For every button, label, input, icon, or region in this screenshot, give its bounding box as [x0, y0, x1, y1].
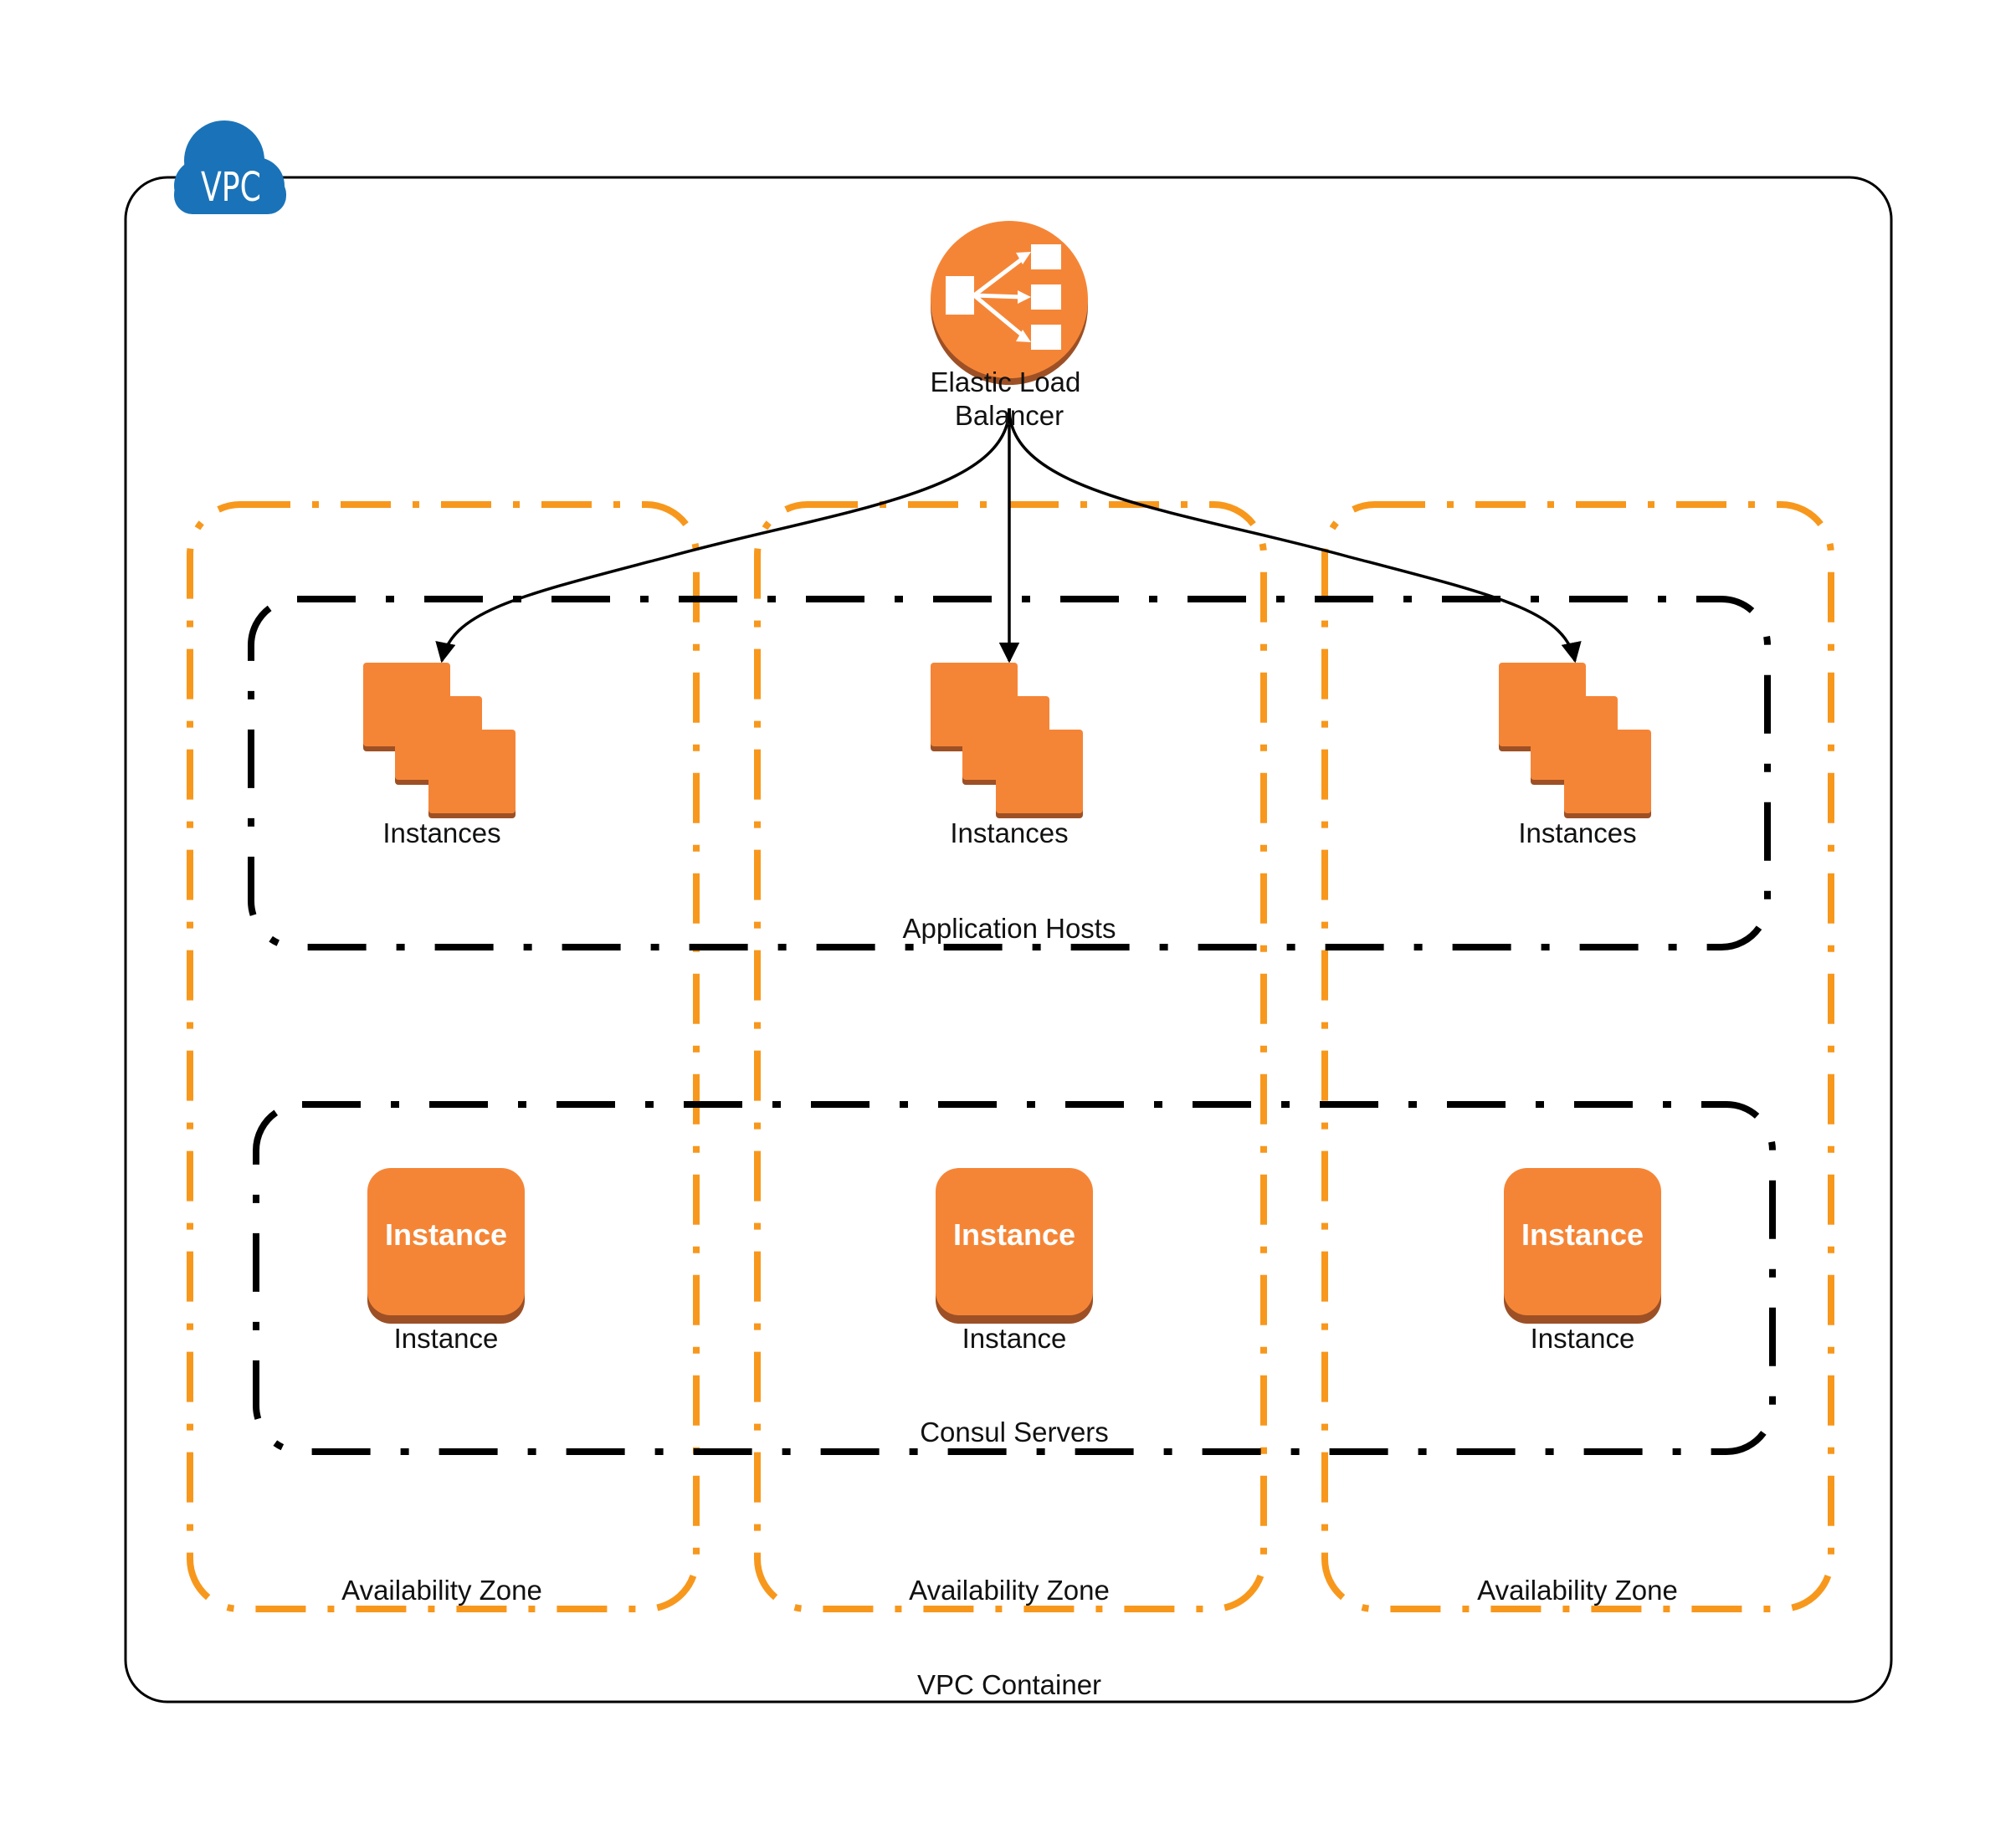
ec2-instance-icon[interactable]: Instance [367, 1168, 525, 1324]
consul-servers-label: Consul Servers [920, 1417, 1109, 1447]
vpc-container [124, 176, 1893, 1704]
load-balancer-label-line1: Elastic Load [931, 366, 1081, 397]
availability-zone-3 [1321, 501, 1834, 1612]
availability-zone-label-1: Availability Zone [341, 1575, 542, 1606]
load-balancer-label-line2: Balancer [955, 400, 1064, 431]
instance-label-2: Instance [962, 1323, 1067, 1354]
instances-label-2: Instances [950, 817, 1068, 848]
availability-zone-1 [187, 501, 700, 1612]
load-balancer-label: Elastic Load Balancer [931, 366, 1089, 431]
instances-stack-icon[interactable] [931, 663, 1083, 818]
availability-zone-label-3: Availability Zone [1477, 1575, 1678, 1606]
instance-label-1: Instance [394, 1323, 499, 1354]
ec2-instance-icon[interactable]: Instance [1504, 1168, 1661, 1324]
instances-label-3: Instances [1518, 817, 1636, 848]
instance-icon-text-3: Instance [1521, 1217, 1644, 1252]
instance-label-3: Instance [1531, 1323, 1635, 1354]
instances-label-1: Instances [382, 817, 500, 848]
instances-stack-icon[interactable] [363, 663, 516, 818]
vpc-badge-label: VPC [201, 164, 261, 211]
consul-servers-group [253, 1101, 1776, 1455]
ec2-instance-icon[interactable]: Instance [936, 1168, 1093, 1324]
instance-icon-text-2: Instance [953, 1217, 1075, 1252]
arrow-to-instances-1 [435, 407, 1011, 664]
arrow-to-instances-3 [1008, 407, 1582, 664]
elastic-load-balancer-icon[interactable] [931, 221, 1088, 385]
application-hosts-group [248, 596, 1771, 950]
instance-icon-text-1: Instance [385, 1217, 507, 1252]
application-hosts-label: Application Hosts [903, 913, 1116, 944]
vpc-container-label: VPC Container [917, 1669, 1101, 1700]
instances-stack-icon[interactable] [1499, 663, 1651, 818]
availability-zone-label-2: Availability Zone [909, 1575, 1110, 1606]
vpc-cloud-icon: VPC [174, 120, 286, 214]
